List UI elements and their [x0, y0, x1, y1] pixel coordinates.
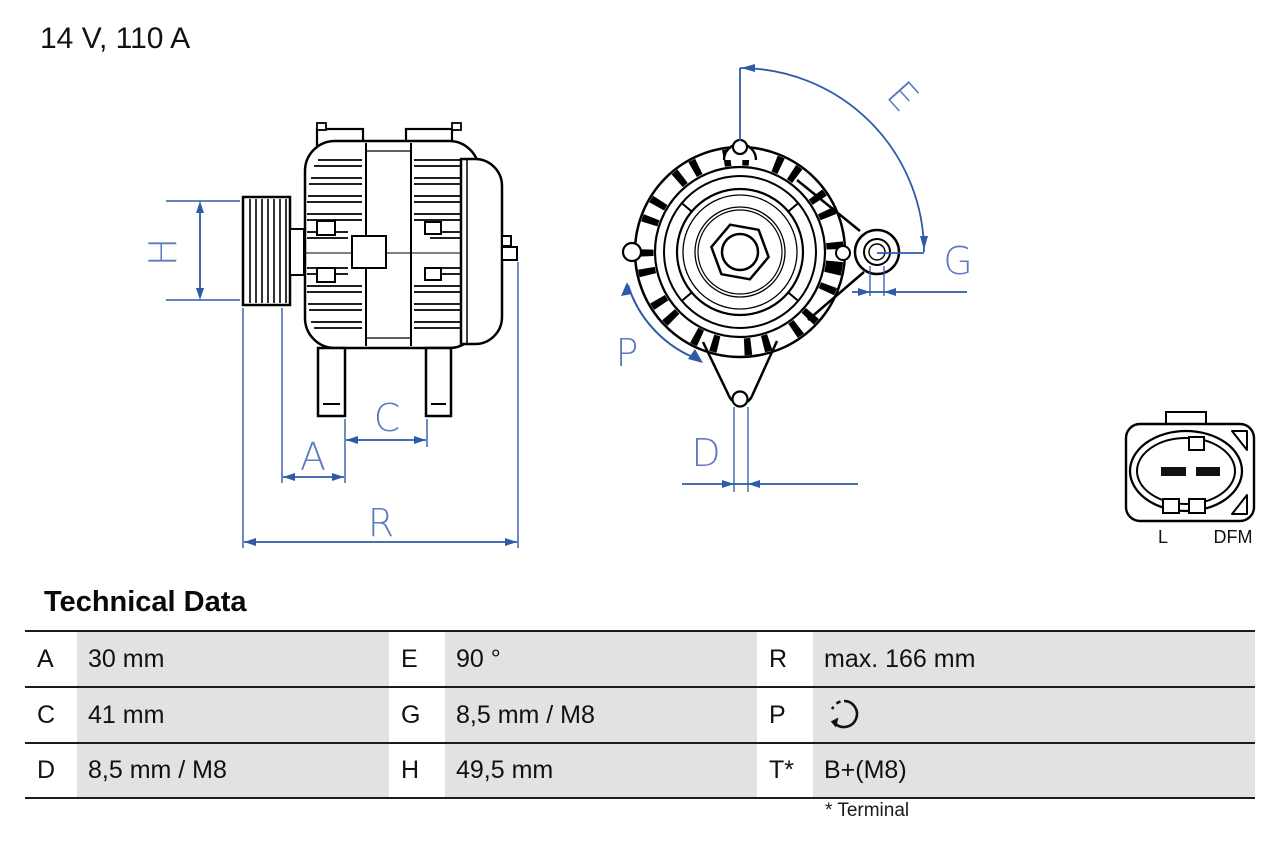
housing-body	[303, 139, 481, 350]
table-value-d: 8,5 mm / M8	[77, 744, 389, 799]
table-key-g: G	[389, 688, 445, 744]
table-value-a: 30 mm	[77, 632, 389, 688]
dimension-r	[244, 538, 517, 546]
rear-cover	[459, 157, 504, 346]
table-value-r: max. 166 mm	[813, 632, 1255, 688]
table-key-p: P	[757, 688, 813, 744]
dimension-h	[166, 200, 240, 301]
connector-label-l: L	[1158, 527, 1168, 547]
side-view-drawing	[241, 122, 518, 418]
technical-drawing: H A C R	[141, 64, 1256, 548]
bottom-lug	[701, 340, 779, 408]
dimension-g	[852, 252, 967, 296]
table-value-p	[813, 688, 1255, 744]
cooling-fins-left	[307, 159, 362, 329]
pulley	[241, 195, 292, 307]
dimension-label-r: R	[368, 501, 394, 545]
dimension-label-g: G	[943, 239, 972, 283]
side-view-dimensions: H A C R	[141, 200, 519, 548]
dimension-label-d: D	[691, 431, 720, 475]
table-key-c: C	[25, 688, 77, 744]
terminal-footnote: * Terminal	[825, 800, 910, 821]
dimension-label-e: E	[878, 73, 927, 120]
table-key-r: R	[757, 632, 813, 688]
technical-data-table: A 30 mm E 90 ° R max. 166 mm C 41 mm G 8…	[25, 630, 1255, 799]
connector-diagram: L DFM	[1124, 411, 1256, 547]
table-value-h: 49,5 mm	[445, 744, 757, 799]
mounting-lugs	[316, 346, 453, 418]
table-key-e: E	[389, 632, 445, 688]
table-value-t: B+(M8)	[813, 744, 1255, 799]
dimension-label-h: H	[141, 238, 185, 267]
table-key-t: T*	[757, 744, 813, 799]
table-key-a: A	[25, 632, 77, 688]
mounting-arm	[796, 179, 901, 321]
rotation-direction-icon	[830, 699, 859, 729]
dimension-a	[283, 473, 344, 481]
dimension-e	[739, 64, 928, 253]
table-key-d: D	[25, 744, 77, 799]
table-value-c: 41 mm	[77, 688, 389, 744]
connector-pin-right	[1196, 467, 1220, 476]
top-lug-hole	[731, 138, 749, 156]
dimension-label-c: C	[374, 396, 401, 440]
shaft-hub	[289, 228, 305, 276]
front-view-drawing	[621, 138, 901, 408]
table-key-h: H	[389, 744, 445, 799]
technical-data-title: Technical Data	[44, 586, 247, 618]
b-plus-terminal	[501, 235, 518, 261]
voltage-amperage-rating: 14 V, 110 A	[40, 22, 191, 55]
dimension-label-p: P	[616, 331, 639, 375]
dimension-label-a: A	[300, 435, 326, 479]
dimension-d	[682, 407, 858, 492]
left-ear	[621, 241, 643, 263]
table-value-g: 8,5 mm / M8	[445, 688, 757, 744]
connector-label-dfm: DFM	[1214, 527, 1253, 547]
dimension-c	[346, 436, 426, 444]
table-value-e: 90 °	[445, 632, 757, 688]
connector-pin-left	[1161, 467, 1186, 476]
dimension-p	[621, 282, 703, 363]
